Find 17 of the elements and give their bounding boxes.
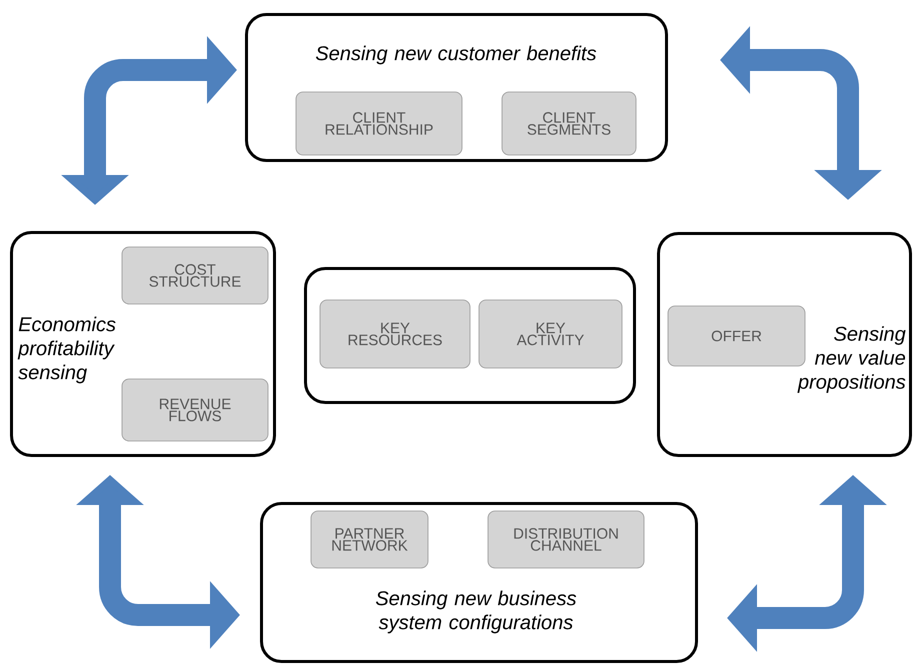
group-box [304, 267, 636, 404]
group-heading: Sensing new customer benefits [316, 46, 596, 64]
group-heading: Sensing new business system configurations [376, 590, 576, 634]
group-heading: Economics profitability sensing [18, 316, 116, 384]
group-box [657, 232, 912, 457]
item-box: KEY RESOURCES [320, 300, 470, 368]
item-box: DISTRIBUTION CHANNEL [488, 510, 644, 568]
item-box: KEY ACTIVITY [478, 300, 622, 368]
group-box [245, 13, 668, 162]
item-box: PARTNER NETWORK [310, 510, 428, 568]
item-box: OFFER [668, 306, 806, 366]
group-box [260, 502, 698, 663]
item-box: CLIENT RELATIONSHIP [296, 92, 462, 156]
group-box [10, 231, 276, 457]
item-box: CLIENT SEGMENTS [502, 92, 636, 156]
item-box: REVENUE FLOWS [122, 378, 268, 442]
item-box: COST STRUCTURE [122, 246, 268, 304]
